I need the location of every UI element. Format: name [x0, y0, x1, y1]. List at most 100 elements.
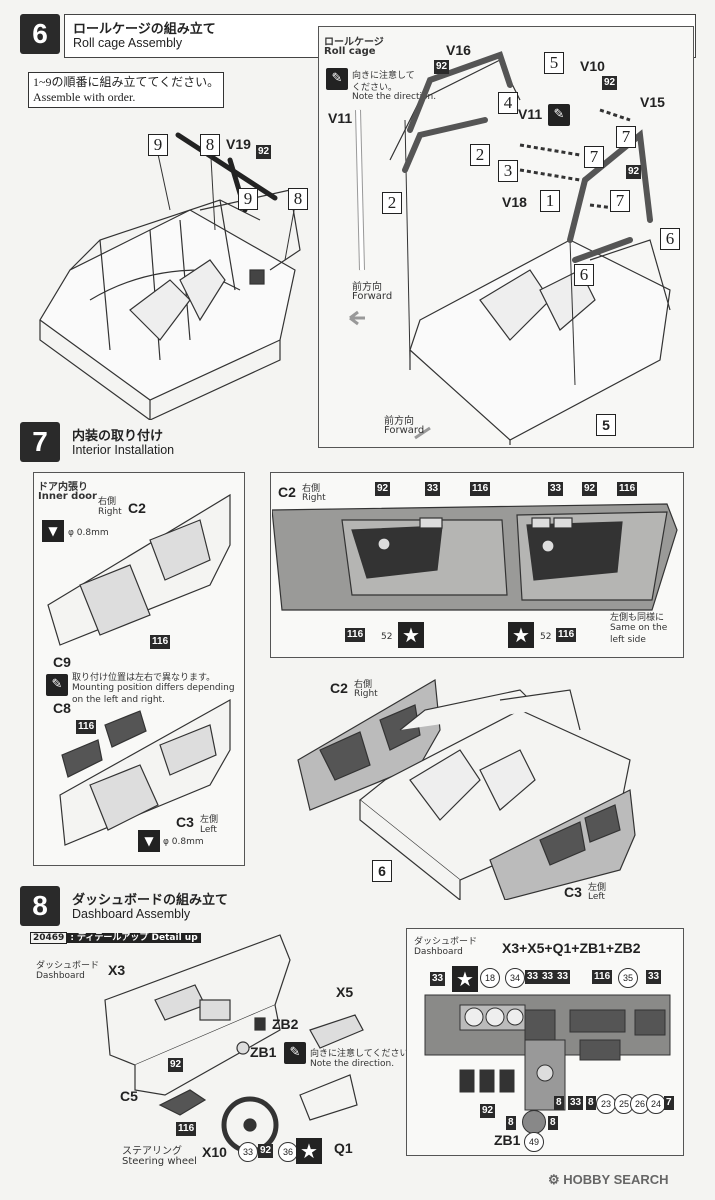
drill-icon-b: ▼: [138, 830, 160, 852]
mounting-note-en2: on the left and right.: [72, 695, 165, 705]
step-6-number: 6: [20, 14, 60, 54]
left-side-ja-a: 左側: [200, 815, 219, 825]
num-33-door-a: 33: [425, 482, 441, 496]
step-6-title-en: Roll cage Assembly: [73, 36, 183, 50]
step-8-number: 8: [20, 886, 60, 926]
num-92-inset-c: 92: [626, 165, 642, 179]
dash-direction-en: Note the direction.: [310, 1059, 395, 1069]
forward-label-en-a: Forward: [352, 291, 393, 302]
door-right-ja: 右側: [302, 484, 321, 494]
dashboard-exploded-drawing: [104, 934, 364, 1154]
part-c2-label-a: C2: [128, 500, 146, 516]
num-116-label-a: 116: [150, 635, 171, 649]
hobby-search-watermark: ⚙ HOBBY SEARCH: [548, 1172, 669, 1188]
watermark-text: HOBBY SEARCH: [563, 1172, 669, 1187]
drill-icon-a: ▼: [42, 520, 64, 542]
star-icon-door-b: ★: [508, 622, 534, 648]
step-8-title-en: Dashboard Assembly: [72, 907, 191, 921]
inner-door-drawing: [47, 493, 231, 846]
step-7-title-ja: 内装の取り付け: [72, 429, 164, 444]
steering-ja: ステアリング: [122, 1146, 182, 1157]
num-18-panel: 18: [480, 968, 500, 988]
part-x5-label: X5: [336, 984, 354, 1000]
forward-label-ja-a: 前方向: [352, 282, 382, 293]
detail-up-badge: 20469: ディテールアップ Detail up: [30, 930, 201, 944]
roll-cage-title-ja: ロールケージ: [324, 37, 384, 48]
part-v11b-label: V11: [518, 106, 543, 122]
num-35-panel: 35: [618, 968, 638, 988]
step-7-title-en: Interior Installation: [72, 443, 175, 457]
panel-zb1-label: ZB1: [494, 1132, 521, 1148]
assembly-left-ja: 左側: [588, 883, 607, 893]
dashboard-front-drawing: [424, 994, 671, 1111]
num-23-panel: 23: [596, 1094, 616, 1114]
num-8-panel-b: 8: [586, 1096, 596, 1110]
step-7-header: 内装の取り付け Interior Installation: [64, 422, 314, 464]
seq-6-label-b: 6: [574, 264, 594, 286]
dash-panel-en: Dashboard: [414, 947, 463, 957]
num-116-door-b: 116: [617, 482, 638, 496]
same-left-en1: Same on the: [610, 623, 668, 633]
same-left-en2: left side: [610, 635, 646, 645]
part-v15-label: V15: [640, 94, 665, 110]
num-33-panel-b: 33: [525, 970, 541, 984]
num-92-inset-a: 92: [434, 60, 450, 74]
num-33-panel-d: 33: [555, 970, 571, 984]
assembly-left-en: Left: [588, 892, 605, 902]
direction-note-ja2: ください。: [352, 83, 398, 93]
dash-direction-ja: 向きに注意してください。: [310, 1049, 418, 1059]
left-side-en-a: Left: [200, 825, 217, 835]
seq-2-label-b: 2: [382, 192, 402, 214]
num-33-door-b: 33: [548, 482, 564, 496]
mounting-note-en1: Mounting position differs depending: [72, 683, 235, 693]
part-c5-label: C5: [120, 1088, 138, 1104]
seq-7-label-b: 7: [584, 146, 604, 168]
assemble-order-note: 1~9の順番に組み立ててください。 Assemble with order.: [28, 72, 225, 108]
part-q1-label: Q1: [334, 1140, 353, 1156]
drill-size-a: φ 0.8mm: [68, 528, 109, 538]
right-side-en: Right: [98, 507, 122, 517]
seq-9-label-a: 9: [148, 134, 168, 156]
direction-warning-icon: ✎: [326, 68, 348, 90]
part-x3-label: X3: [108, 962, 126, 978]
seq-3-label: 3: [498, 160, 518, 182]
num-92-door-b: 92: [582, 482, 598, 496]
part-zb1-label: ZB1: [250, 1044, 277, 1060]
num-92-panel: 92: [480, 1104, 496, 1118]
step-6-title-ja: ロールケージの組み立て: [73, 22, 216, 37]
assembly-right-ja: 右側: [354, 680, 373, 690]
dash-formula: X3+X5+Q1+ZB1+ZB2: [502, 940, 641, 956]
dashboard-label-ja: ダッシュボード: [36, 961, 100, 971]
step-8-header: ダッシュボードの組み立て Dashboard Assembly: [64, 886, 324, 928]
mounting-warning-icon: ✎: [46, 674, 68, 696]
num-24-panel: 24: [646, 1094, 666, 1114]
num-33-panel-f: 33: [568, 1096, 584, 1110]
part-c2-label-b: C2: [278, 484, 296, 500]
assemble-order-note-en: Assemble with order.: [33, 90, 136, 104]
right-side-ja: 右側: [98, 497, 117, 507]
part-v10-label: V10: [580, 58, 605, 74]
step-7-number: 7: [20, 422, 60, 462]
num-92-door-a: 92: [375, 482, 391, 496]
num-116-panel: 116: [592, 970, 613, 984]
drill-size-b: φ 0.8mm: [163, 837, 204, 847]
num-8-panel-c: 8: [506, 1116, 516, 1130]
seq-4-label: 4: [498, 92, 518, 114]
inner-door-title-en: Inner door: [38, 491, 97, 502]
num-116-door-a: 116: [470, 482, 491, 496]
direction-warning-icon-b: ✎: [548, 104, 570, 126]
direction-note-ja: 向きに注意して: [352, 71, 415, 81]
step-5-ref: 5: [596, 414, 616, 436]
dash-direction-warning-icon: ✎: [284, 1042, 306, 1064]
num-92-inset-b: 92: [602, 76, 618, 90]
part-c3-label-a: C3: [176, 814, 194, 830]
roll-cage-exploded-drawing: [349, 51, 671, 445]
part-x10-label: X10: [202, 1144, 227, 1160]
watermark-logo-icon: ⚙: [548, 1172, 564, 1187]
mounting-note-ja: 取り付け位置は左右で異なります。: [72, 673, 216, 683]
num-34-panel: 34: [505, 968, 525, 988]
num-33-panel-c: 33: [540, 970, 556, 984]
part-zb2-label: ZB2: [272, 1016, 299, 1032]
num-116-door-c: 116: [345, 628, 366, 642]
star-icon-panel: ★: [452, 966, 478, 992]
